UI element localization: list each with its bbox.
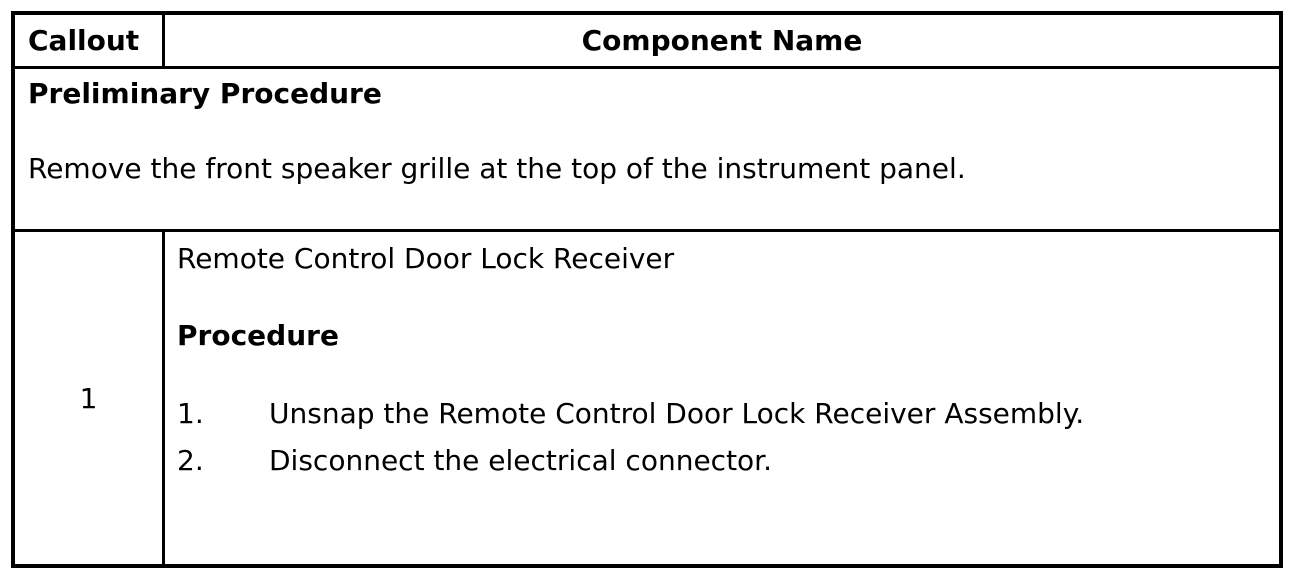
procedure-title: Procedure: [177, 319, 339, 352]
component-cell: Remote Control Door Lock Receiver Proced…: [165, 232, 1279, 564]
table-header-row: Callout Component Name: [15, 15, 1279, 66]
preliminary-procedure-text: Remove the front speaker grille at the t…: [28, 152, 966, 185]
step-number: 1.: [177, 397, 204, 430]
procedure-step: 1. Unsnap the Remote Control Door Lock R…: [177, 399, 1266, 429]
preliminary-procedure-row: Preliminary Procedure Remove the front s…: [15, 66, 1279, 229]
step-number: 2.: [177, 444, 204, 477]
component-callout-table: Callout Component Name Preliminary Proce…: [11, 11, 1283, 568]
callout-number-cell: 1: [15, 232, 165, 564]
step-text: Unsnap the Remote Control Door Lock Rece…: [269, 397, 1085, 430]
component-name-column-header: Component Name: [581, 24, 863, 57]
procedure-steps-list: 1. Unsnap the Remote Control Door Lock R…: [177, 399, 1266, 476]
callout-column-header: Callout: [15, 15, 165, 66]
table-row: 1 Remote Control Door Lock Receiver Proc…: [15, 229, 1279, 564]
procedure-step: 2. Disconnect the electrical connector.: [177, 446, 1266, 476]
step-text: Disconnect the electrical connector.: [269, 444, 773, 477]
preliminary-procedure-title: Preliminary Procedure: [28, 77, 382, 110]
component-name-text: Remote Control Door Lock Receiver: [177, 242, 675, 275]
